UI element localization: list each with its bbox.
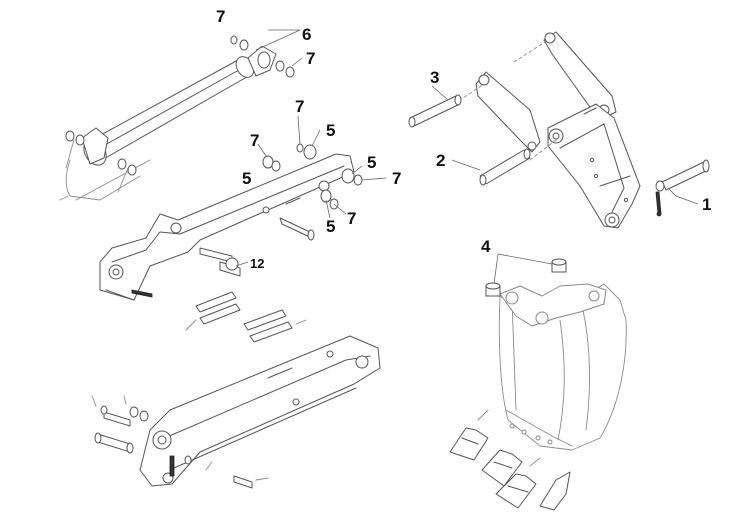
boom-pins — [91, 395, 269, 489]
callout-1: 1 — [702, 195, 711, 214]
callout-7-top: 7 — [216, 7, 225, 26]
callout-7-lower: 7 — [347, 209, 356, 228]
callout-7-left: 7 — [250, 131, 259, 150]
bushings-4 — [485, 258, 567, 297]
spacers-upper — [262, 143, 363, 241]
pin-2 — [479, 148, 531, 186]
callout-6: 6 — [302, 25, 311, 44]
callout-5-right: 5 — [367, 153, 376, 172]
bucket-teeth — [449, 409, 571, 511]
pin-12 — [199, 247, 241, 277]
callout-2: 2 — [436, 151, 445, 170]
callout-7-upper-mid: 7 — [295, 97, 304, 116]
leader-lines — [235, 29, 699, 285]
callout-5-left: 5 — [242, 169, 251, 188]
seal-rings-top — [230, 35, 295, 78]
hydraulic-cylinder — [59, 45, 277, 201]
wear-pads — [185, 291, 307, 343]
bucket — [498, 283, 627, 451]
upper-arm — [99, 153, 355, 301]
callout-3: 3 — [430, 68, 439, 87]
callout-5-upper-mid: 5 — [326, 121, 335, 140]
lower-boom — [139, 335, 381, 487]
callout-labels: 7 6 7 7 5 7 5 5 7 7 5 12 3 2 1 4 — [216, 7, 711, 271]
pin-1 — [655, 159, 710, 217]
callout-12: 12 — [250, 256, 264, 271]
pin-3 — [408, 94, 462, 128]
callout-5-lower: 5 — [326, 217, 335, 236]
callout-7-right: 7 — [392, 169, 401, 188]
linkage-assembly — [453, 31, 641, 229]
callout-4: 4 — [481, 237, 491, 256]
callout-7-cyl-right: 7 — [306, 49, 315, 68]
